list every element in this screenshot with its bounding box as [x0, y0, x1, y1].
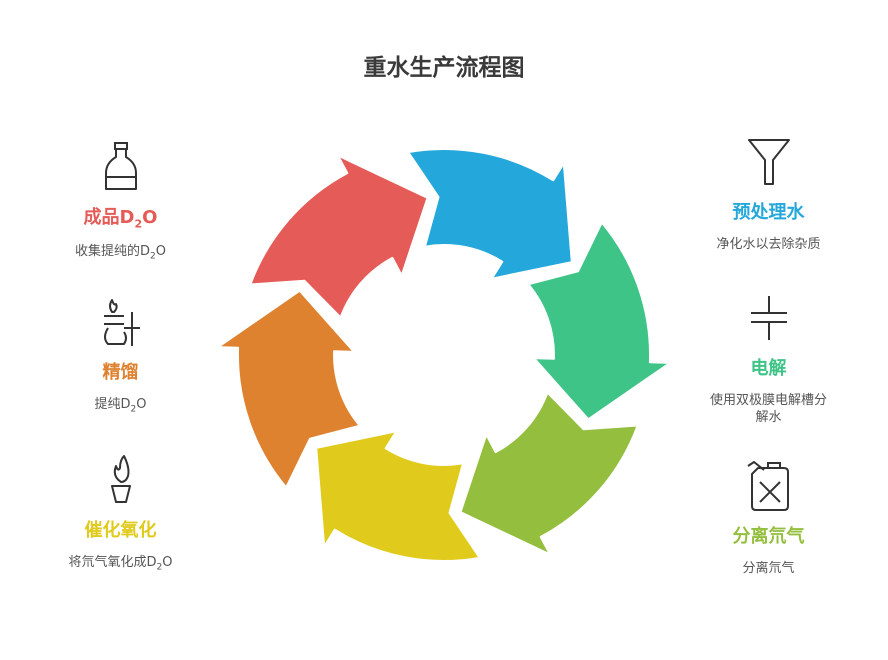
- bottle-icon: [104, 142, 137, 190]
- step-description: 将氘气氧化成D2O: [38, 554, 203, 577]
- step-label: 成品D2O: [38, 203, 203, 231]
- funnel-icon: [747, 139, 790, 185]
- step-description-line1: 使用双极膜电解槽分: [709, 393, 827, 408]
- step-product: 成品D2O 收集提纯的D2O: [38, 141, 203, 265]
- distillation-icon: [103, 299, 140, 346]
- cycle-arrow-green: [527, 221, 671, 421]
- desc-text-suffix: O: [162, 555, 173, 570]
- step-pretreat: 预处理水 净化水以去除杂质: [686, 136, 851, 253]
- step-distill: 精馏 提纯D2O: [38, 298, 203, 419]
- step-electrolysis: 电解 使用双极膜电解槽分 解水: [686, 294, 851, 426]
- cycle-arrow-red: [249, 154, 429, 319]
- step-label: 分离氘气: [732, 526, 805, 547]
- label-text: 成品D: [83, 207, 135, 228]
- desc-text: 收集提纯的D: [75, 243, 151, 259]
- desc-text-suffix: O: [136, 397, 147, 412]
- diagram-title: 重水生产流程图: [363, 55, 525, 81]
- cycle-arrow-olive: [459, 391, 639, 556]
- desc-subscript: 2: [150, 251, 156, 262]
- step-label: 精馏: [102, 362, 139, 383]
- step-description: 提纯D2O: [38, 396, 203, 419]
- step-label: 预处理水: [732, 202, 805, 223]
- desc-text: 将氘气氧化成D: [68, 555, 157, 570]
- desc-subscript: 2: [156, 562, 163, 573]
- desc-subscript: 2: [130, 404, 137, 415]
- cycle-arrow-yellow: [315, 430, 481, 563]
- label-subscript: 2: [134, 217, 143, 231]
- step-description: 分离氘气: [742, 561, 795, 576]
- torch-icon: [110, 455, 131, 503]
- desc-text-suffix: O: [155, 243, 166, 259]
- step-oxidation: 催化氧化 将氘气氧化成D2O: [38, 454, 203, 577]
- step-description-line2: 解水: [755, 410, 782, 425]
- capacitor-icon: [750, 296, 787, 340]
- step-description: 使用双极膜电解槽分 解水: [686, 392, 851, 426]
- desc-text: 提纯D: [94, 397, 131, 412]
- cycle-arrow-blue: [407, 147, 573, 280]
- step-label: 催化氧化: [84, 520, 157, 541]
- step-description: 收集提纯的D2O: [38, 243, 203, 266]
- step-label: 电解: [750, 358, 787, 379]
- gas-can-icon: [746, 461, 789, 511]
- cycle-arrow-orange: [217, 289, 361, 489]
- step-separate: 分离氘气 分离氘气: [686, 460, 851, 577]
- step-description: 净化水以去除杂质: [716, 237, 821, 252]
- label-text-suffix: O: [142, 207, 158, 228]
